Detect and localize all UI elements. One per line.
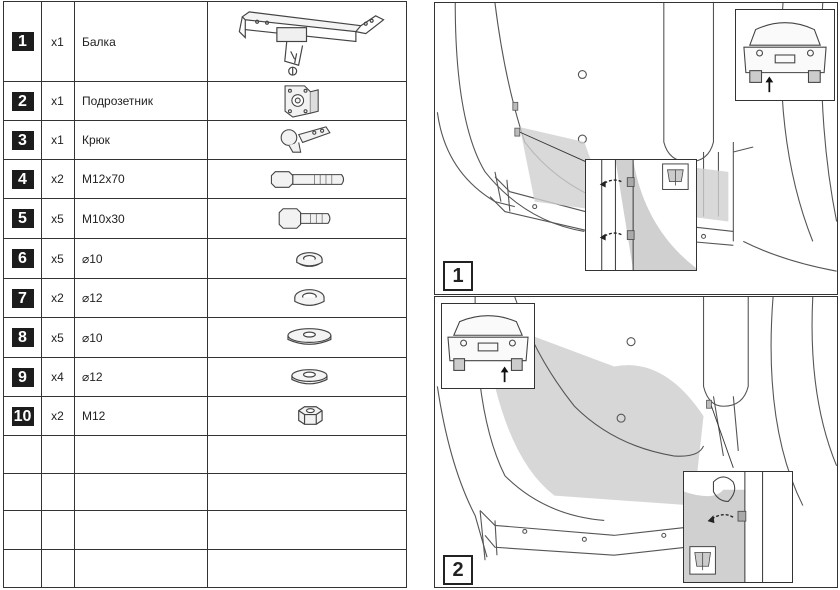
parts-row-10: 10 x2 M12 <box>4 397 406 436</box>
part-name: Крюк <box>82 133 110 147</box>
empty-row <box>4 436 406 474</box>
long-bolt-icon <box>270 171 345 188</box>
part-quantity: x2 <box>51 291 64 305</box>
empty-row <box>4 474 406 511</box>
part-name: M12 <box>82 409 106 423</box>
part-name: M10x30 <box>82 211 125 226</box>
car-rear-icon <box>447 315 529 383</box>
part-name: Подрозетник <box>82 94 153 108</box>
empty-row <box>4 511 406 550</box>
part-name: M12x70 <box>82 172 125 186</box>
parts-row-7: 7 x2 ⌀12 <box>4 279 406 318</box>
parts-row-5: 5 x5 M10x30 <box>4 199 406 239</box>
part-quantity: x4 <box>51 370 64 384</box>
car-rear-view-inset <box>735 9 835 101</box>
spring-washer-icon <box>296 252 323 267</box>
part-number-badge: 7 <box>11 288 34 308</box>
short-bolt-icon <box>278 208 331 229</box>
step-number-badge: 2 <box>443 555 473 585</box>
part-number-badge: 3 <box>11 130 34 150</box>
parts-row-2: 2 x1 Подрозетник <box>4 82 406 121</box>
parts-row-6: 6 x5 ⌀10 <box>4 239 406 279</box>
parts-row-1: 1 x1 Балка <box>4 2 406 82</box>
part-name: Балка <box>82 34 116 49</box>
car-rear-icon <box>743 22 827 93</box>
step-1-panel: 1 <box>434 2 838 295</box>
part-name: ⌀10 <box>82 251 103 266</box>
zoom-detail-inset <box>683 471 793 583</box>
parts-row-9: 9 x4 ⌀12 <box>4 358 406 397</box>
step-2-illustration <box>436 297 837 561</box>
part-quantity: x2 <box>51 409 64 423</box>
part-quantity: x5 <box>51 251 64 266</box>
part-number-badge: 10 <box>11 406 34 426</box>
flat-washer-icon <box>287 328 332 345</box>
clip-detail-illustration <box>599 160 696 270</box>
part-name: ⌀12 <box>82 291 103 305</box>
part-number-badge: 8 <box>11 328 34 347</box>
part-quantity: x5 <box>51 330 64 345</box>
step-2-panel: 2 <box>434 296 838 588</box>
zoom-detail-inset <box>585 159 697 271</box>
part-number-badge: 4 <box>11 169 34 189</box>
parts-row-3: 3 x1 Крюк <box>4 121 406 160</box>
part-quantity: x1 <box>51 94 64 108</box>
hook-icon <box>280 126 331 153</box>
parts-table: 1 x1 Балка 2 <box>3 1 407 588</box>
parts-row-8: 8 x5 ⌀10 <box>4 318 406 358</box>
spring-washer-icon <box>294 289 325 306</box>
car-rear-view-inset <box>441 303 535 389</box>
part-number-badge: 5 <box>11 209 34 228</box>
flat-washer-icon <box>291 369 328 385</box>
part-quantity: x2 <box>51 172 64 186</box>
clip-detail-illustration <box>684 472 764 582</box>
part-quantity: x1 <box>51 34 64 49</box>
part-number-badge: 1 <box>11 32 34 51</box>
part-name: ⌀12 <box>82 370 103 384</box>
parts-row-4: 4 x2 M12x70 <box>4 160 406 199</box>
empty-row <box>4 550 406 588</box>
part-quantity: x5 <box>51 211 64 226</box>
part-number-badge: 9 <box>11 367 34 387</box>
part-name: ⌀10 <box>82 330 103 345</box>
socket-bracket-icon <box>284 85 319 118</box>
part-number-badge: 6 <box>11 249 34 268</box>
hex-nut-icon <box>298 406 323 425</box>
part-quantity: x1 <box>51 133 64 147</box>
part-number-badge: 2 <box>11 91 34 111</box>
beam-icon <box>238 11 385 76</box>
step-number-badge: 1 <box>443 261 473 291</box>
